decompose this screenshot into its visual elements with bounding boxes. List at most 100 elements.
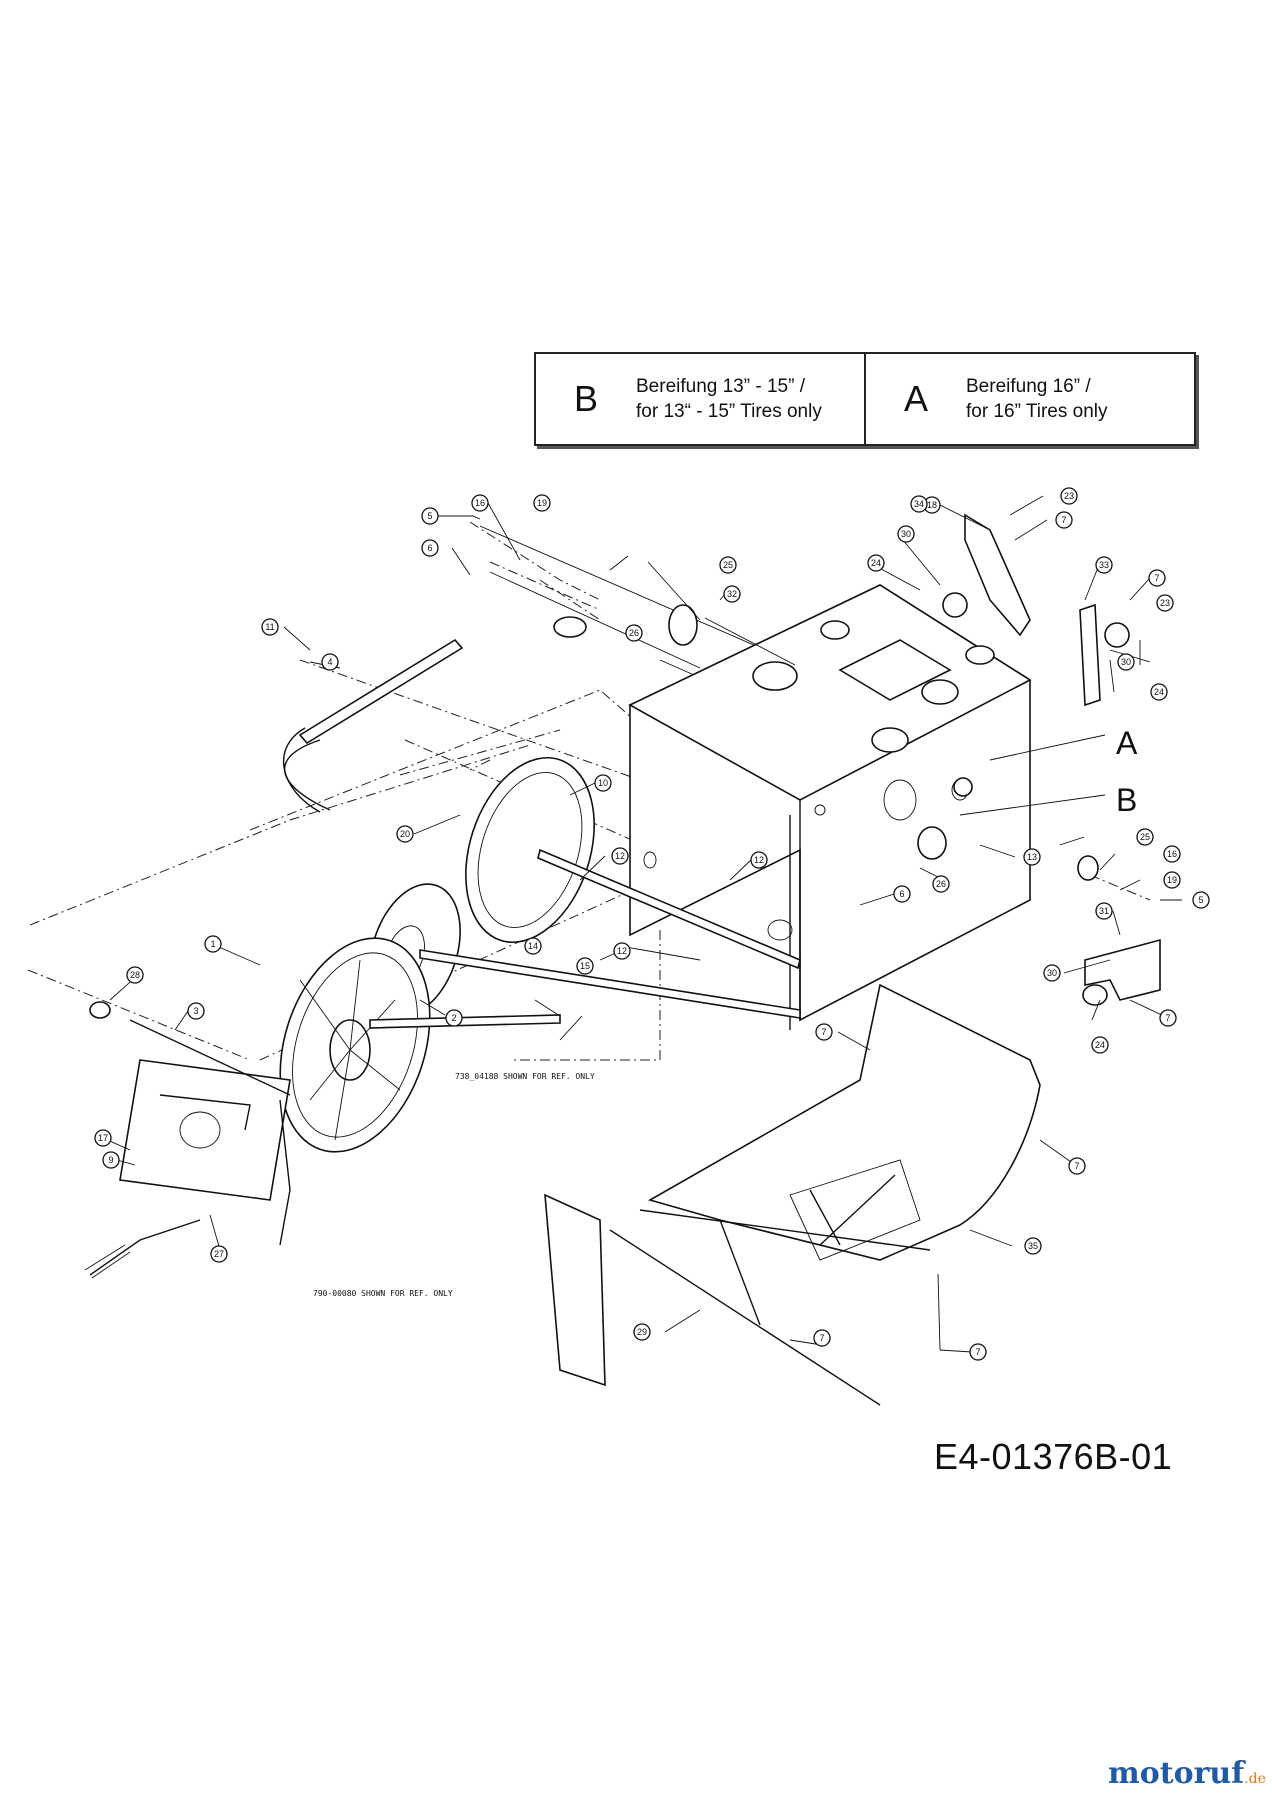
callout-30: 30 bbox=[897, 525, 915, 543]
callout-circle bbox=[204, 935, 222, 953]
callout-number: 19 bbox=[1167, 875, 1177, 885]
document-code: E4-01376B-01 bbox=[934, 1436, 1173, 1477]
callout-number: 27 bbox=[214, 1249, 224, 1259]
callout-7: 7 bbox=[1068, 1157, 1086, 1175]
callout-number: 35 bbox=[1028, 1241, 1038, 1251]
callout-circle bbox=[1043, 964, 1061, 982]
callout-circle bbox=[750, 851, 768, 869]
callout-number: 10 bbox=[598, 778, 608, 788]
callout-number: 28 bbox=[130, 970, 140, 980]
callout-circle bbox=[897, 525, 915, 543]
callout-number: 5 bbox=[1198, 895, 1203, 905]
callout-19: 19 bbox=[1163, 871, 1181, 889]
callout-7: 7 bbox=[815, 1023, 833, 1041]
callout-5: 5 bbox=[421, 507, 439, 525]
callout-15: 15 bbox=[576, 957, 594, 975]
callout-number: 24 bbox=[1154, 687, 1164, 697]
callout-number: 7 bbox=[1165, 1013, 1170, 1023]
callout-circle bbox=[126, 966, 144, 984]
callout-23: 23 bbox=[1156, 594, 1174, 612]
callout-6: 6 bbox=[421, 539, 439, 557]
belt-cover bbox=[544, 983, 1041, 1406]
callout-number: 20 bbox=[400, 829, 410, 839]
callout-number: 1 bbox=[210, 939, 215, 949]
callout-circle bbox=[533, 494, 551, 512]
callout-number: 30 bbox=[1047, 968, 1057, 978]
callout-circle bbox=[1159, 1009, 1177, 1027]
callout-12: 12 bbox=[611, 847, 629, 865]
callout-number: 16 bbox=[475, 498, 485, 508]
callout-circle bbox=[910, 495, 928, 513]
callout-24: 24 bbox=[1150, 683, 1168, 701]
callout-17: 17 bbox=[94, 1129, 112, 1147]
callout-7: 7 bbox=[969, 1343, 987, 1361]
callout-circle bbox=[210, 1245, 228, 1263]
callout-13: 13 bbox=[1023, 848, 1041, 866]
callout-number: 29 bbox=[637, 1327, 647, 1337]
callout-25: 25 bbox=[1136, 828, 1154, 846]
drive-plate bbox=[84, 1001, 291, 1279]
callout-number: 24 bbox=[1095, 1040, 1105, 1050]
callout-number: 25 bbox=[723, 560, 733, 570]
callout-circle bbox=[1150, 683, 1168, 701]
callout-circle bbox=[867, 554, 885, 572]
callout-35: 35 bbox=[1024, 1237, 1042, 1255]
callout-circle bbox=[445, 1009, 463, 1027]
annotation-letter-b: B bbox=[1116, 782, 1137, 818]
callout-2: 2 bbox=[445, 1009, 463, 1027]
ref-note-738: 738_04188 SHOWN FOR REF. ONLY bbox=[455, 1072, 595, 1081]
callout-number: 6 bbox=[427, 543, 432, 553]
callout-3: 3 bbox=[187, 1002, 205, 1020]
callout-1: 1 bbox=[204, 935, 222, 953]
callout-circle bbox=[625, 624, 643, 642]
callout-number: 23 bbox=[1160, 598, 1170, 608]
callout-4: 4 bbox=[321, 653, 339, 671]
callout-number: 26 bbox=[936, 879, 946, 889]
callout-number: 3 bbox=[193, 1006, 198, 1016]
callout-circle bbox=[723, 585, 741, 603]
callout-circle bbox=[1095, 556, 1113, 574]
callout-11: 11 bbox=[261, 618, 279, 636]
watermark-suffix: .de bbox=[1244, 1771, 1266, 1787]
callout-circle bbox=[102, 1151, 120, 1169]
callout-circle bbox=[94, 1129, 112, 1147]
callout-circle bbox=[1156, 594, 1174, 612]
callout-19: 19 bbox=[533, 494, 551, 512]
callout-circle bbox=[1136, 828, 1154, 846]
ref-note-790: 790-00080 SHOWN FOR REF. ONLY bbox=[313, 1289, 453, 1298]
callout-number: 31 bbox=[1099, 906, 1109, 916]
callout-24: 24 bbox=[1091, 1036, 1109, 1054]
callout-number: 17 bbox=[98, 1133, 108, 1143]
callout-number: 15 bbox=[580, 961, 590, 971]
callout-number: 5 bbox=[427, 511, 432, 521]
callout-23: 23 bbox=[1060, 487, 1078, 505]
callout-circle bbox=[1024, 1237, 1042, 1255]
callout-circle bbox=[1163, 845, 1181, 863]
callout-number: 23 bbox=[1064, 491, 1074, 501]
callout-number: 34 bbox=[914, 499, 924, 509]
tire-size-legend: B Bereifung 13” - 15” / for 13“ - 15” Ti… bbox=[534, 352, 1196, 446]
callout-circle bbox=[1117, 653, 1135, 671]
callout-12: 12 bbox=[750, 851, 768, 869]
callout-6: 6 bbox=[893, 885, 911, 903]
callout-5: 5 bbox=[1192, 891, 1210, 909]
callout-number: 25 bbox=[1140, 832, 1150, 842]
legend-text-b: Bereifung 13” - 15” / for 13“ - 15” Tire… bbox=[636, 374, 822, 424]
callout-14: 14 bbox=[524, 937, 542, 955]
callout-7: 7 bbox=[1055, 511, 1073, 529]
callout-28: 28 bbox=[126, 966, 144, 984]
callout-circle bbox=[576, 957, 594, 975]
callout-circle bbox=[471, 494, 489, 512]
callout-number: 7 bbox=[975, 1347, 980, 1357]
leader-lines bbox=[102, 495, 1182, 1353]
callout-20: 20 bbox=[396, 825, 414, 843]
callout-circle bbox=[719, 556, 737, 574]
callout-32: 32 bbox=[723, 585, 741, 603]
callout-circle bbox=[1023, 848, 1041, 866]
callout-number: 7 bbox=[819, 1333, 824, 1343]
callout-33: 33 bbox=[1095, 556, 1113, 574]
callout-number: 26 bbox=[629, 628, 639, 638]
callout-number: 7 bbox=[1061, 515, 1066, 525]
